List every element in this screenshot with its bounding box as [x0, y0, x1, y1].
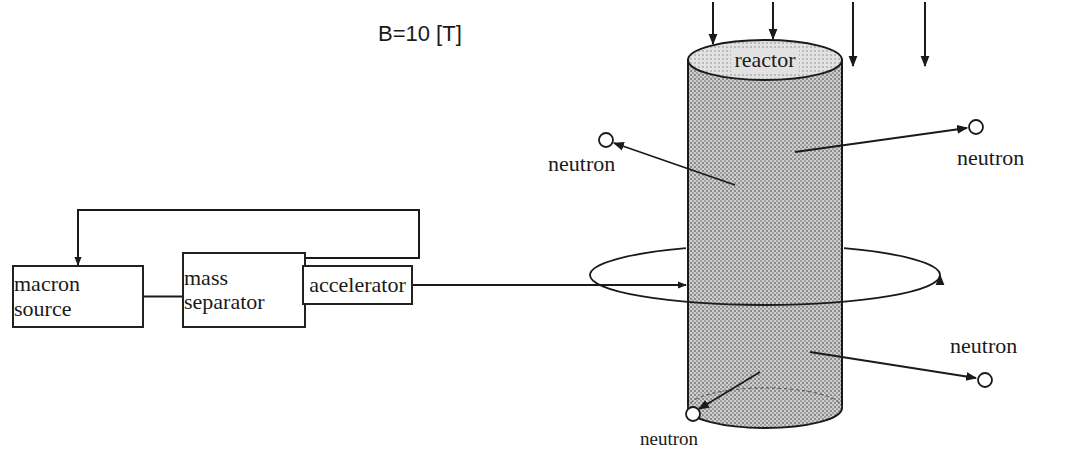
flow-connector: [413, 284, 686, 286]
node-text: accelerator: [309, 273, 405, 297]
neutron-particle: [978, 373, 992, 387]
orbit-back-arc: [844, 248, 940, 275]
source-box: macron source: [12, 265, 144, 328]
orbit-back-arc: [590, 248, 686, 275]
node-text: macron source: [14, 272, 142, 320]
accelerator-box: accelerator: [302, 265, 413, 305]
node-text: mass separator: [184, 266, 304, 314]
reactor-cylinder: reactor: [686, 38, 844, 430]
field-arrow: [852, 2, 854, 66]
field-arrow: [772, 2, 774, 39]
field-arrow: [924, 2, 926, 66]
cylinder-outline: [686, 38, 844, 430]
field-arrow: [712, 2, 714, 44]
particle-label: neutron: [548, 152, 615, 176]
flow-connector: [144, 296, 182, 298]
particle-label: neutron: [957, 146, 1024, 170]
field-label: B=10 [T]: [378, 22, 462, 46]
neutron-particle: [599, 133, 613, 147]
particle-label: neutron: [950, 334, 1017, 358]
particle-label: neutron: [640, 429, 698, 450]
separator-box: mass separator: [182, 252, 306, 328]
neutron-particle: [969, 120, 983, 134]
node-text: reactor: [731, 48, 798, 72]
